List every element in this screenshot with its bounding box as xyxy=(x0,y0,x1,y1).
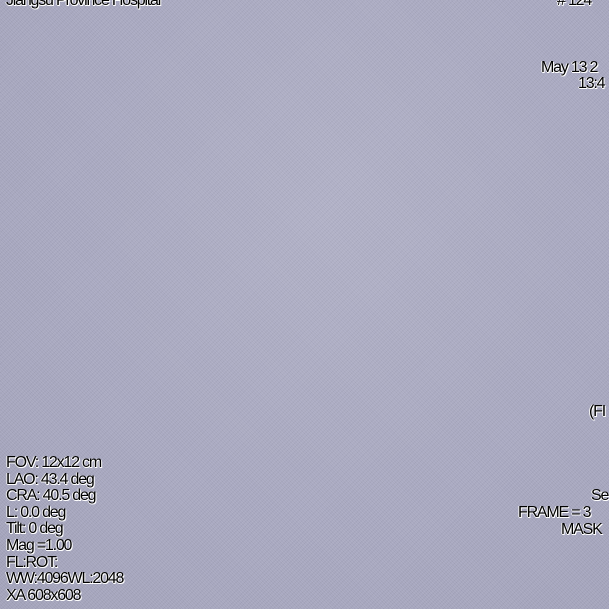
study-number: # 124 xyxy=(557,0,592,9)
cra-angle: CRA: 40.5 deg xyxy=(6,487,97,505)
hospital-name: Jiangsu Province Hospital xyxy=(6,0,161,9)
filter-label: (FI xyxy=(589,403,606,420)
fov: FOV: 12x12 cm xyxy=(6,454,102,471)
tilt: Tilt: 0 deg xyxy=(6,520,64,538)
study-date: May 13 2 xyxy=(541,59,598,76)
frame-number: FRAME = 3 xyxy=(518,504,592,521)
magnification: Mag =1.00 xyxy=(6,536,72,554)
fl-rot: FL:ROT: xyxy=(6,553,58,571)
acquisition-info: FOV: 12x12 cm LAO: 43.4 deg CRA: 40.5 de… xyxy=(6,454,124,604)
series-label: Se xyxy=(591,487,609,504)
lao-angle: LAO: 43.4 deg xyxy=(6,470,95,488)
modality-size: XA 608x608 xyxy=(6,586,82,604)
l-angle: L: 0.0 deg xyxy=(6,503,66,521)
mask-label: MASK xyxy=(561,521,603,538)
study-time: 13:4 xyxy=(578,75,606,92)
window-level: WW:4096WL:2048 xyxy=(6,570,124,588)
